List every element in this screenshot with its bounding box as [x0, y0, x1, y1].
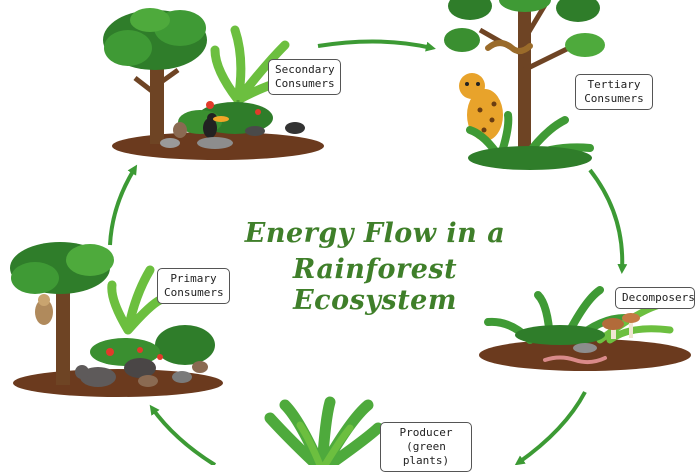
label-line: Consumers — [584, 92, 644, 105]
tree-icon — [103, 8, 207, 144]
tapir-icon — [75, 358, 158, 387]
fern-icon — [264, 396, 384, 465]
label-line: Consumers — [275, 77, 335, 90]
tree-icon — [10, 242, 114, 385]
arrow-producer-to-primary — [149, 404, 217, 465]
primary-consumers-scene — [10, 242, 223, 397]
flower-icon — [206, 101, 214, 109]
fern-icon — [107, 265, 165, 335]
label-line: Producer — [399, 426, 453, 439]
arrow-primary-to-secondary — [108, 164, 138, 246]
label-tertiary-consumers: Tertiary Consumers — [575, 74, 653, 110]
leopard-icon — [459, 73, 503, 141]
label-producer: Producer (green plants) — [380, 422, 472, 472]
worm-icon — [543, 355, 607, 365]
label-line: Primary — [170, 272, 217, 285]
decomposers-scene — [479, 286, 691, 371]
label-line: (green plants) — [402, 440, 450, 467]
toucan-icon — [203, 113, 229, 138]
label-decomposers: Decomposers — [615, 287, 695, 309]
label-primary-consumers: Primary Consumers — [157, 268, 230, 304]
label-line: Tertiary — [587, 78, 641, 91]
tree-icon — [444, 0, 605, 57]
snake-icon — [485, 40, 533, 54]
label-secondary-consumers: Secondary Consumers — [268, 59, 341, 95]
secondary-consumers-scene — [103, 8, 324, 160]
mushroom-icon — [602, 313, 640, 339]
arrow-tertiary-to-decomposers — [588, 168, 628, 274]
producer-scene — [264, 396, 384, 465]
tertiary-consumers-scene — [444, 0, 605, 170]
label-line: Consumers — [164, 286, 224, 299]
sloth-icon — [35, 294, 53, 325]
label-line: Secondary — [275, 63, 335, 76]
fern-icon — [466, 111, 594, 162]
arrow-decomposers-to-producer — [514, 391, 587, 465]
diagram-title-line1: Energy Flow in a — [244, 218, 506, 249]
arrow-secondary-to-tertiary — [317, 39, 436, 52]
label-line: Decomposers — [622, 291, 695, 304]
diagram-title-line2: Rainforest Ecosystem — [292, 254, 458, 316]
